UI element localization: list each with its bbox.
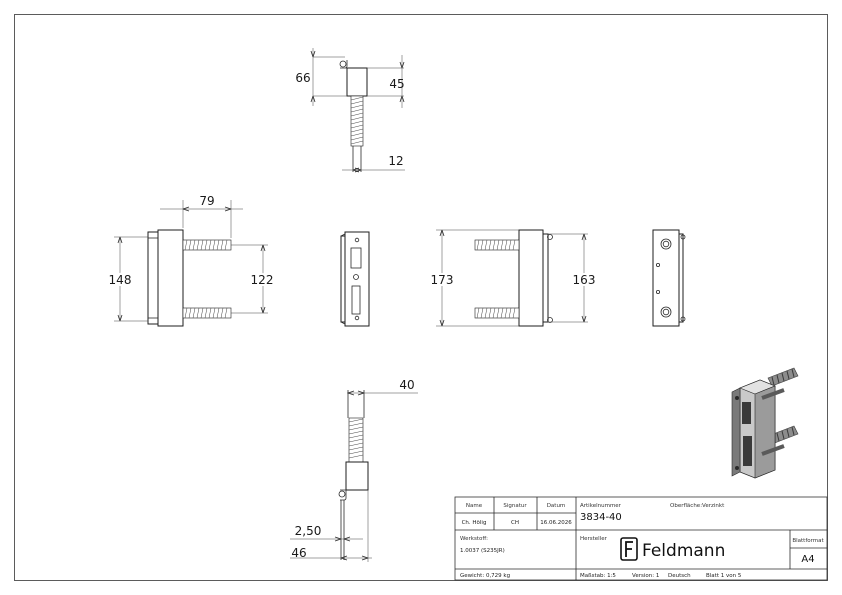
tb-artikelnummer-value: 3834-40 (580, 512, 622, 523)
dim-12: 12 (388, 154, 403, 168)
tb-oberflaeche-value: Verzinkt (702, 503, 725, 509)
front-view-upper-thread (182, 239, 232, 251)
tb-artikelnummer-label: Artikelnummer (580, 503, 622, 509)
tb-sprache: Deutsch (668, 573, 691, 579)
dim-122: 122 (251, 273, 274, 287)
render-front-rods (761, 388, 785, 456)
tb-signatur-label: Signatur (503, 503, 527, 509)
brand-name: Feldmann (642, 541, 725, 561)
tb-name-label: Name (466, 503, 483, 509)
tb-datum-label: Datum (547, 503, 566, 509)
tb-oberflaeche-label: Oberfläche: (670, 503, 702, 509)
front-view-lower-thread (182, 307, 232, 319)
tb-blattformat-label: Blattformat (792, 538, 824, 544)
top-view-thread (350, 95, 364, 147)
tb-werkstoff-value: 1.0037 (S235JR) (460, 548, 505, 554)
dim-173: 173 (431, 273, 454, 287)
tb-signatur-value: CH (511, 520, 519, 526)
dim-79: 79 (199, 194, 214, 208)
bottom-view-thread (348, 417, 364, 463)
rear-view: 173 163 (429, 229, 597, 327)
tb-version: Version: 1 (632, 573, 659, 579)
top-view: 66 45 12 (295, 48, 405, 173)
dim-66: 66 (295, 71, 310, 85)
tb-massstab: Maßstab: 1:5 (580, 573, 616, 579)
face-view (652, 229, 686, 327)
tb-name-value: Ch. Hölig (462, 520, 487, 526)
title-block: Name Signatur Datum Ch. Hölig CH 16.06.2… (454, 496, 828, 581)
tb-gewicht: Gewicht: 0,729 kg (460, 573, 510, 579)
rear-view-lower-thread (474, 307, 520, 319)
bottom-view: 40 2,50 46 (290, 378, 418, 562)
narrow-side-view (340, 231, 370, 327)
isometric-render (731, 367, 799, 479)
tb-hersteller-label: Hersteller (580, 536, 608, 542)
tb-datum-value: 16.06.2026 (540, 520, 572, 526)
render-upper-rod (767, 367, 799, 387)
dim-2-50: 2,50 (295, 524, 322, 538)
feldmann-logo: Feldmann (620, 537, 725, 561)
dim-45: 45 (389, 77, 404, 91)
dim-40: 40 (399, 378, 414, 392)
front-view: 79 148 122 (107, 194, 275, 327)
dim-46: 46 (291, 546, 306, 560)
drawing-frame (14, 14, 828, 581)
dim-163: 163 (573, 273, 596, 287)
tb-werkstoff-label: Werkstoff: (460, 536, 488, 542)
rear-view-upper-thread (474, 239, 520, 251)
dim-148: 148 (109, 273, 132, 287)
tb-blattformat-value: A4 (801, 554, 814, 565)
tb-blatt: Blatt 1 von 5 (706, 573, 742, 579)
